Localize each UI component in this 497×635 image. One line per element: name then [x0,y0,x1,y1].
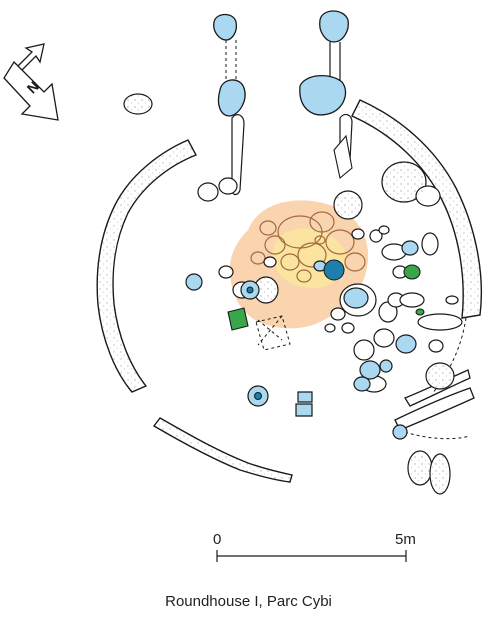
entrance-passage-east [299,10,353,180]
reconstructed-lines [225,40,471,440]
scale-bar: 0 5m [213,531,416,562]
entrance-passage-west [213,13,246,196]
green-features [227,264,425,331]
scale-start-label: 0 [213,531,221,548]
outer-ring-wall-south [152,417,293,483]
scale-end-label: 5m [395,531,416,548]
post-holes-dark [246,259,345,400]
outer-ring-wall-east [351,99,483,319]
outer-ring-wall-west [96,139,197,393]
figure-caption: Roundhouse I, Parc Cybi [165,593,332,610]
north-arrow: N [3,43,59,121]
stone-texture [124,94,454,494]
